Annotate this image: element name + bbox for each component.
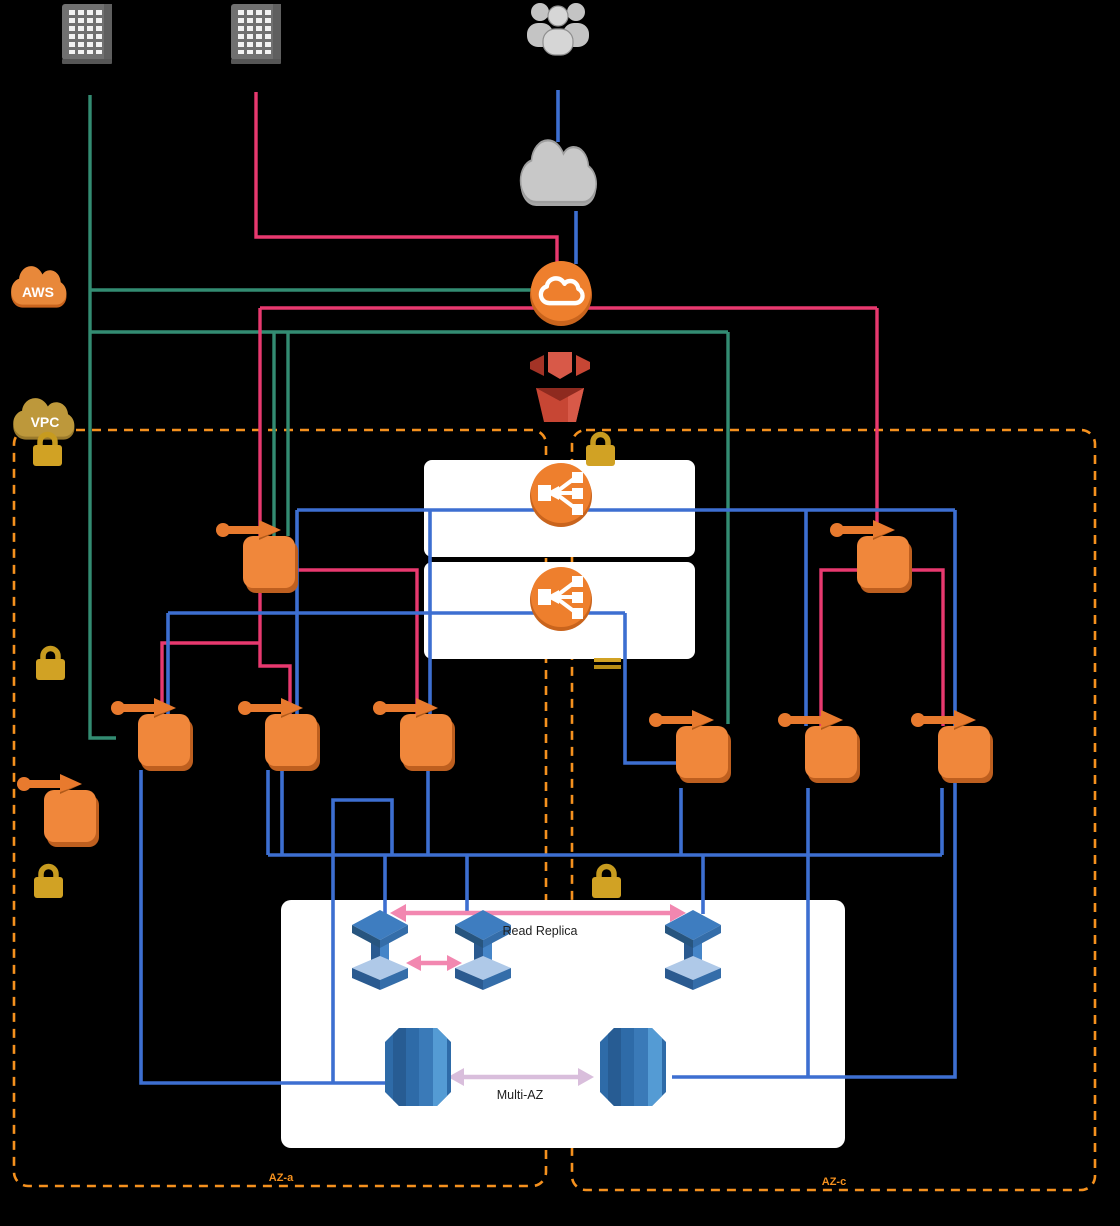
- az-a-boundary: [12, 428, 548, 1188]
- az-c-boundary: [570, 428, 1097, 1192]
- multi-az-arrow: [448, 1068, 594, 1086]
- ec2-instance-icon: [238, 698, 320, 771]
- ec2-instance-icon: [830, 520, 912, 593]
- cloudfront-icon: [530, 261, 592, 326]
- service-boxes: [281, 460, 845, 1148]
- read-replica-arrow: [390, 904, 686, 971]
- security-lock-icon: [586, 435, 615, 467]
- ec2-instance-icon: [17, 774, 99, 847]
- elastic-load-balancer-icon: [528, 565, 594, 633]
- vpc-badge-label: VPC: [31, 414, 60, 430]
- network-links-green: [88, 95, 730, 740]
- aws-cloud-badge: AWS: [11, 266, 67, 308]
- security-lock-icon: [592, 867, 621, 899]
- users-icon: [527, 3, 589, 56]
- ec2-instance-icon: [216, 520, 298, 593]
- office-building-icon: [62, 4, 112, 64]
- internet-cloud-icon: [519, 139, 598, 206]
- red-storage-service-icon: [530, 352, 590, 422]
- vpc-cloud-badge: VPC: [13, 398, 75, 440]
- read-replica-label: Read Replica: [502, 924, 577, 938]
- multi-az-label: Multi-AZ: [497, 1088, 544, 1102]
- ec2-instance-icon: [373, 698, 455, 771]
- ec2-instance-icon: [778, 710, 860, 783]
- elastic-load-balancer-icon: [528, 461, 594, 529]
- security-lock-icon: [34, 867, 63, 899]
- ec2-instance-icon: [911, 710, 993, 783]
- network-links-blue: [139, 90, 957, 1085]
- az-c-label: AZ-c: [822, 1176, 846, 1188]
- ec2-instance-icon: [649, 710, 731, 783]
- rds-database-icon: [600, 1028, 666, 1106]
- ec2-instance-icon: [111, 698, 193, 771]
- az-a-label: AZ-a: [269, 1172, 294, 1184]
- office-building-icon: [231, 4, 281, 64]
- security-lock-icon: [36, 649, 65, 681]
- rds-database-icon: [385, 1028, 451, 1106]
- availability-zones: [12, 428, 1097, 1192]
- aws-badge-label: AWS: [22, 284, 54, 300]
- security-lock-icon-partial: [594, 658, 621, 669]
